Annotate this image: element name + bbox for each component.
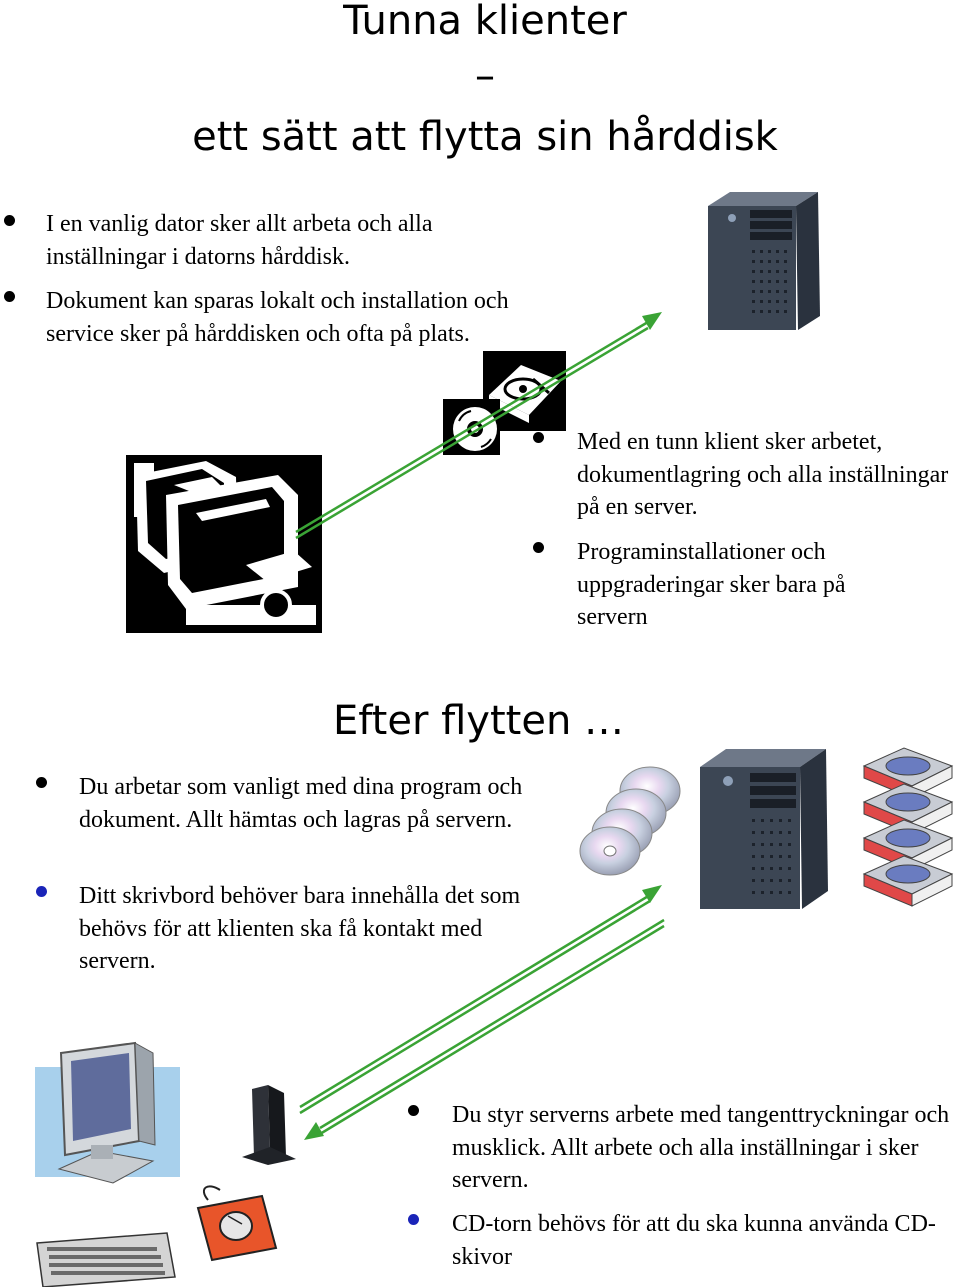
top-bullet-2: Dokument kan sparas lokalt och installat… bbox=[46, 288, 509, 347]
bullet-dot bbox=[36, 777, 47, 788]
bottom-right-bullet-2: CD-torn behövs för att du ska kunna anvä… bbox=[452, 1211, 936, 1270]
bullet-dot bbox=[4, 215, 15, 226]
thin-client-icon bbox=[242, 1085, 296, 1165]
cd-stack-icon bbox=[579, 766, 681, 876]
monitor-icon bbox=[35, 1041, 180, 1184]
bullet-dot bbox=[408, 1214, 419, 1225]
bullet-dot bbox=[36, 886, 47, 897]
bullet-dot bbox=[533, 432, 544, 443]
bottom-bullet-2: Ditt skrivbord behöver bara innehålla de… bbox=[79, 883, 521, 974]
desktop-computer-icon bbox=[126, 455, 322, 633]
mouse-icon bbox=[196, 1185, 278, 1262]
keyboard-icon bbox=[36, 1232, 176, 1287]
hard-disk-stack-icon bbox=[862, 747, 954, 907]
page-title-line1: Tunna klienter bbox=[343, 0, 627, 44]
top-bullet-1: I en vanlig dator sker allt arbeta och a… bbox=[46, 211, 433, 270]
top-right-bullet-1: Med en tunn klient sker arbetet, dokumen… bbox=[577, 429, 949, 520]
bottom-right-bullet-1: Du styr serverns arbete med tangenttryck… bbox=[452, 1102, 950, 1193]
bottom-bullet-1: Du arbetar som vanligt med dina program … bbox=[79, 774, 523, 833]
bullet-dot bbox=[4, 291, 15, 302]
section-heading: Efter flytten … bbox=[333, 698, 625, 744]
page-title-line3: ett sätt att flytta sin hårddisk bbox=[192, 114, 778, 160]
server-tower-icon bbox=[700, 749, 828, 909]
bullet-dot bbox=[408, 1105, 419, 1116]
top-right-bullet-2: Programinstallationer och uppgraderingar… bbox=[577, 539, 846, 630]
cd-icon bbox=[443, 399, 500, 455]
server-tower-icon bbox=[708, 192, 820, 330]
page-title-dash: – bbox=[475, 53, 495, 99]
bullet-dot bbox=[533, 542, 544, 553]
